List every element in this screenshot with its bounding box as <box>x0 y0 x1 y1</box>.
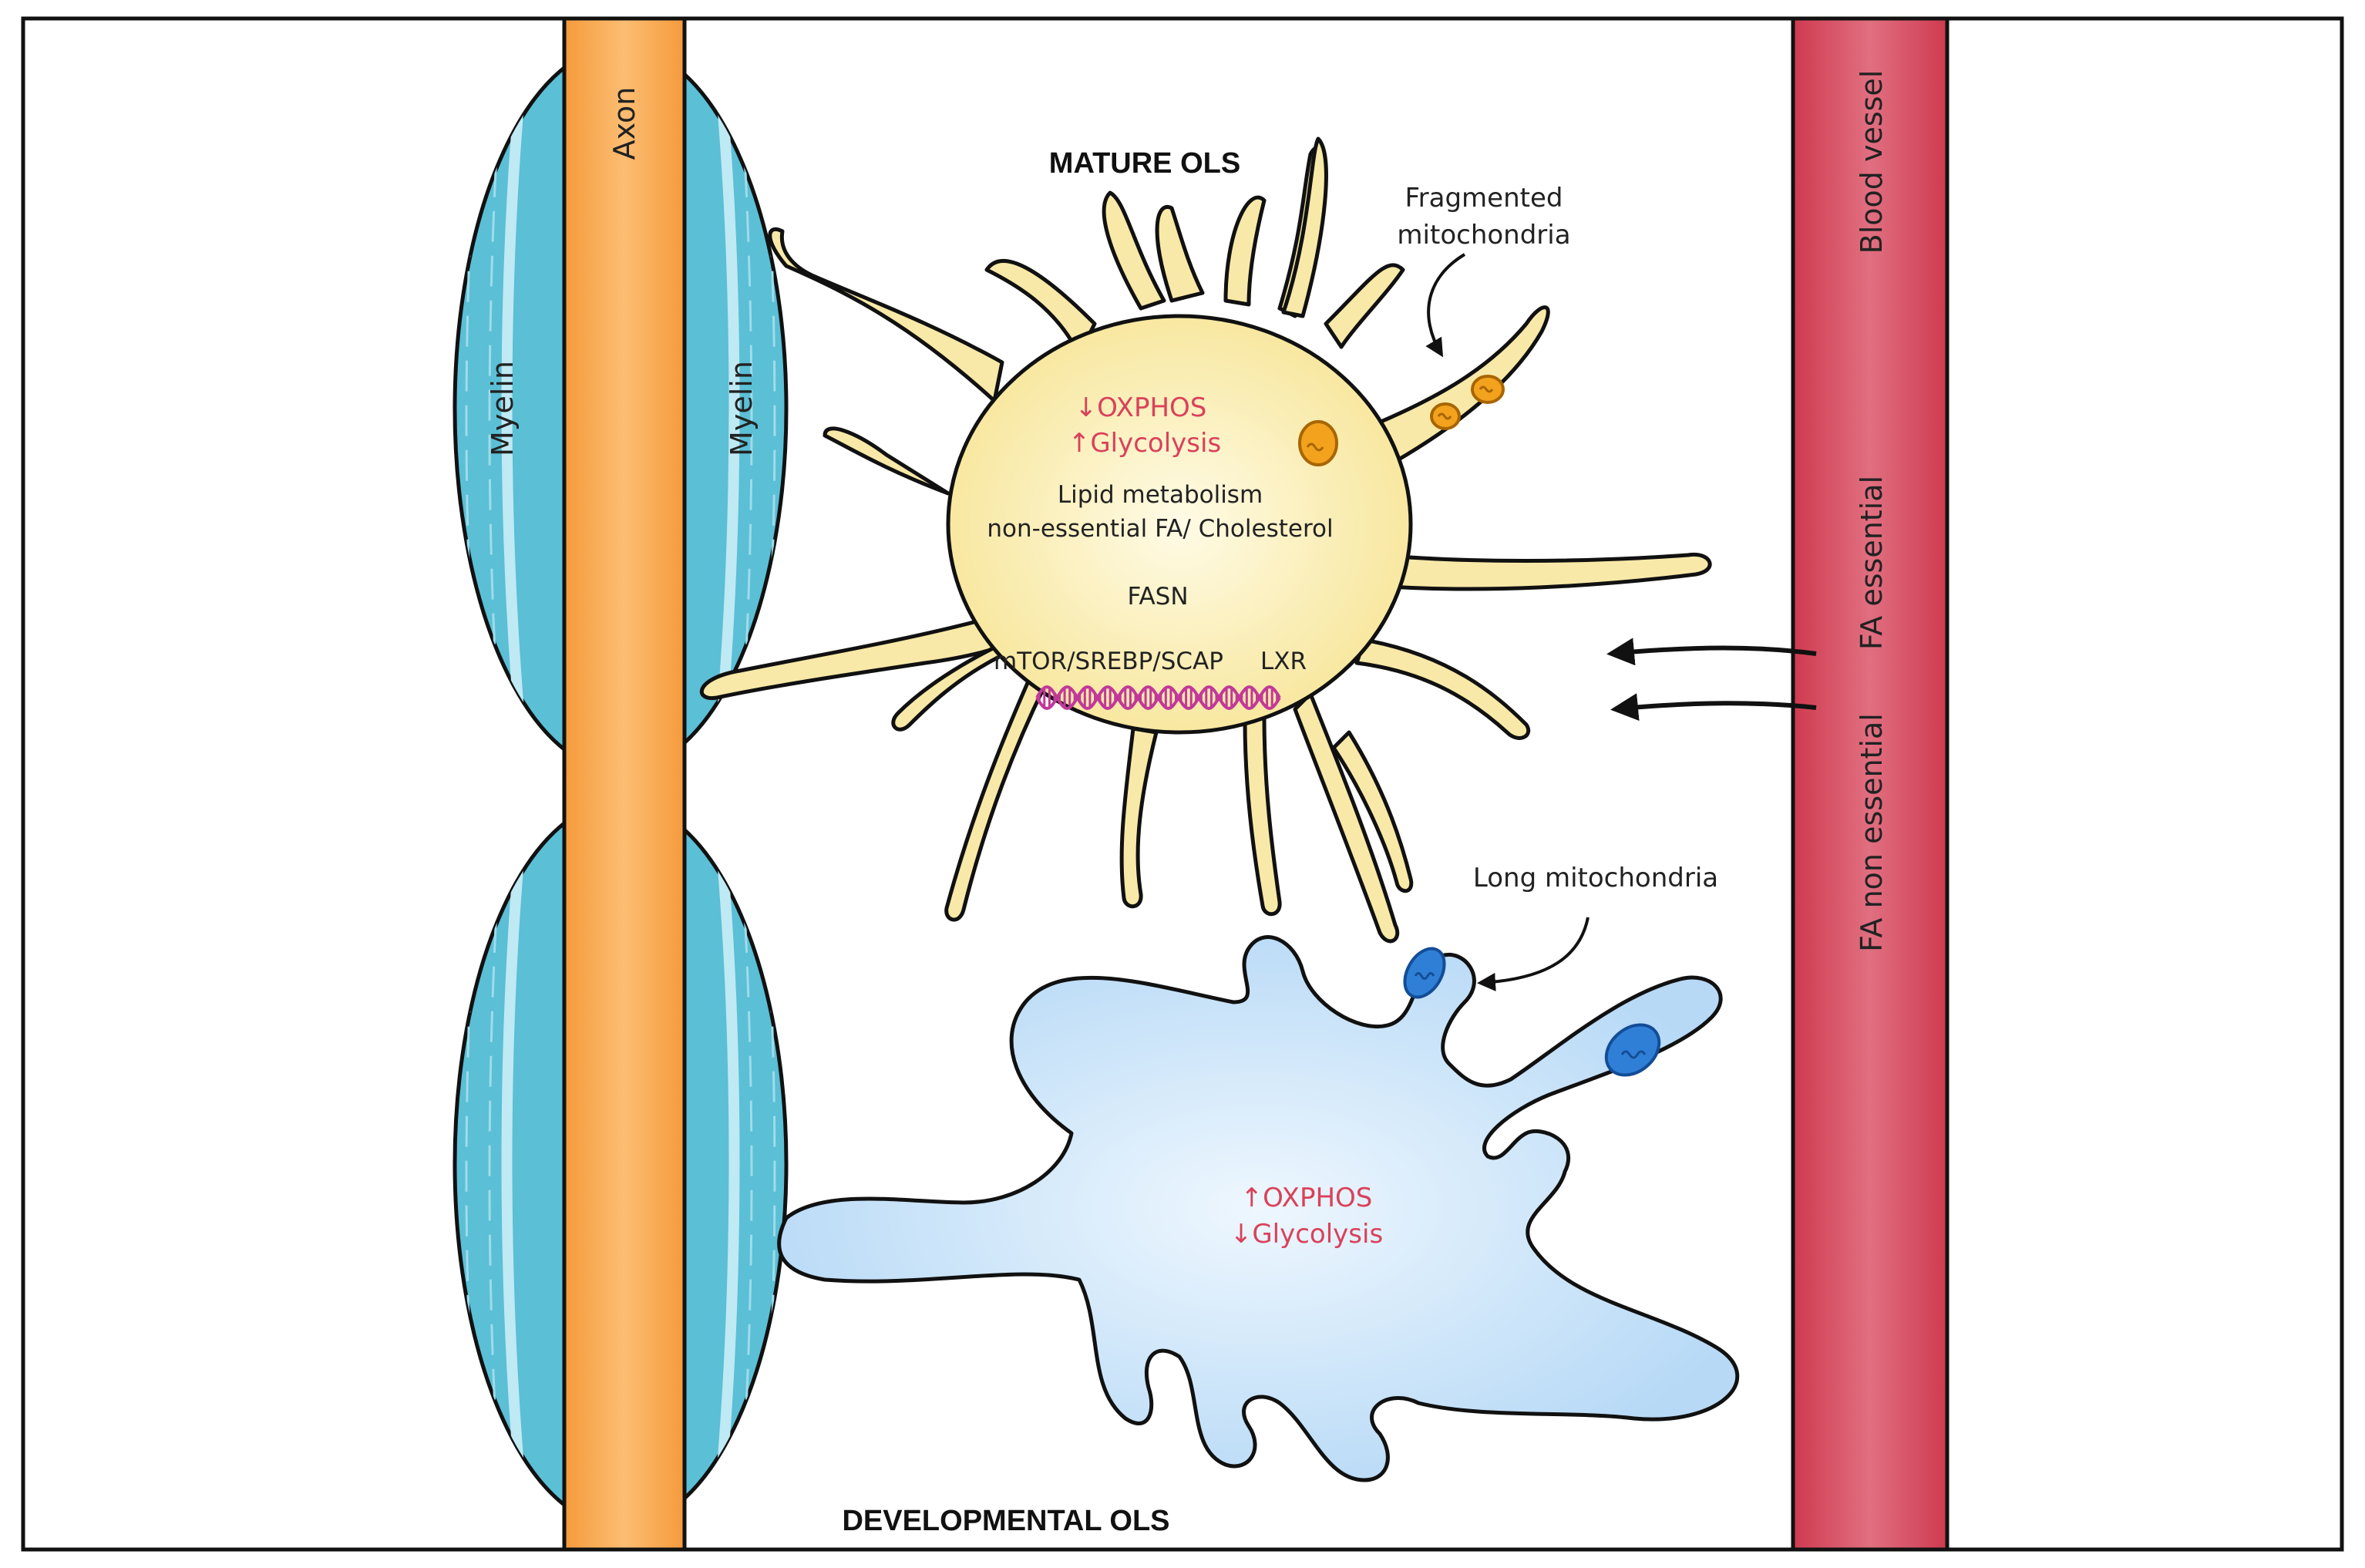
mature-oxphos-line: ↓OXPHOS <box>1075 392 1207 423</box>
blood-vessel-label: Blood vessel <box>1855 70 1889 254</box>
up-arrow-icon: ↑ <box>1068 428 1091 459</box>
dev-glycolysis-line: ↓Glycolysis <box>1230 1219 1383 1250</box>
dev-glycolysis: Glycolysis <box>1252 1219 1383 1250</box>
fa-non-essential-label: FA non essential <box>1855 713 1889 952</box>
arrows <box>1425 253 1817 991</box>
mature-oxphos: OXPHOS <box>1097 392 1206 423</box>
dna-rungs <box>1038 688 1279 708</box>
arrow-long-mito <box>1477 917 1590 991</box>
blood-vessel <box>1791 16 1950 1552</box>
arrow-fragmented-mito <box>1425 253 1466 358</box>
lipid-metabolism-label: Lipid metabolism <box>1058 481 1263 509</box>
mature-ols-title: MATURE OLS <box>1049 147 1240 180</box>
process-to-myelin-bottom <box>699 614 1020 701</box>
down-arrow-icon: ↓ <box>1230 1219 1253 1250</box>
fragmented-mito-label-2: mitochondria <box>1397 220 1570 251</box>
lxr-label: LXR <box>1260 648 1307 675</box>
axon <box>562 16 687 1552</box>
developmental-ols-title: DEVELOPMENTAL OLS <box>842 1505 1169 1537</box>
dev-oxphos-line: ↑OXPHOS <box>1241 1183 1373 1213</box>
mature-glycolysis: Glycolysis <box>1090 428 1221 459</box>
long-mito-label: Long mitochondria <box>1473 863 1718 893</box>
process-to-myelin-top <box>768 227 1004 403</box>
developmental-oligodendrocyte <box>777 935 1740 1482</box>
fragmented-mitochondria <box>1298 375 1505 466</box>
myelin-right-label: Myelin <box>725 361 759 456</box>
up-arrow-icon: ↑ <box>1241 1183 1263 1213</box>
fa-essential-label: FA essential <box>1855 476 1889 650</box>
arrow-fa-non-essential <box>1610 693 1817 722</box>
fragmented-mito-label-1: Fragmented <box>1405 183 1563 214</box>
down-arrow-icon: ↓ <box>1075 392 1098 423</box>
mature-glycolysis-line: ↑Glycolysis <box>1068 428 1221 459</box>
arrow-fa-essential <box>1606 638 1817 666</box>
dev-oxphos: OXPHOS <box>1263 1183 1372 1213</box>
mature-oligodendrocyte <box>699 136 1712 944</box>
developmental-cell-body <box>777 935 1740 1482</box>
dna-helix-icon <box>1035 685 1281 710</box>
long-mitochondria <box>1403 947 1661 1077</box>
myelin-left-label: Myelin <box>486 361 520 456</box>
pathway-label: mTOR/SREBP/SCAP <box>994 648 1223 675</box>
fasn-label: FASN <box>1127 583 1188 611</box>
dna-strand-b <box>1035 685 1281 710</box>
axon-label: Axon <box>607 87 641 160</box>
non-essential-fa-label: non-essential FA/ Cholesterol <box>987 515 1333 543</box>
